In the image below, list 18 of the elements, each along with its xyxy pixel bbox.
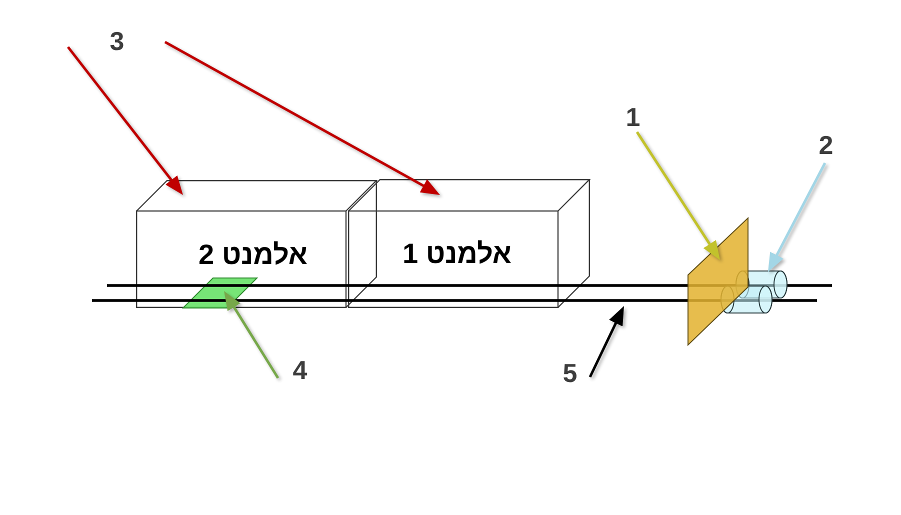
component-label: אלמנט 1 [402, 240, 512, 268]
leader-line [588, 306, 624, 378]
plate [183, 278, 257, 308]
component-label: אלמנט 2 [198, 241, 308, 269]
leader-line [768, 162, 826, 272]
leader-line [636, 131, 720, 260]
parallel-lines [92, 284, 832, 302]
cuboid [136, 180, 377, 308]
callout-number: 4 [292, 357, 308, 383]
callout-number: 3 [110, 28, 124, 54]
cuboid [348, 179, 590, 308]
leader-line [66, 46, 183, 195]
callout-number: 5 [562, 360, 578, 386]
callout-number: 1 [626, 104, 640, 130]
leader-line [224, 291, 280, 379]
callout-number: 2 [818, 132, 834, 158]
plate [688, 218, 748, 345]
leader-line [164, 40, 440, 195]
